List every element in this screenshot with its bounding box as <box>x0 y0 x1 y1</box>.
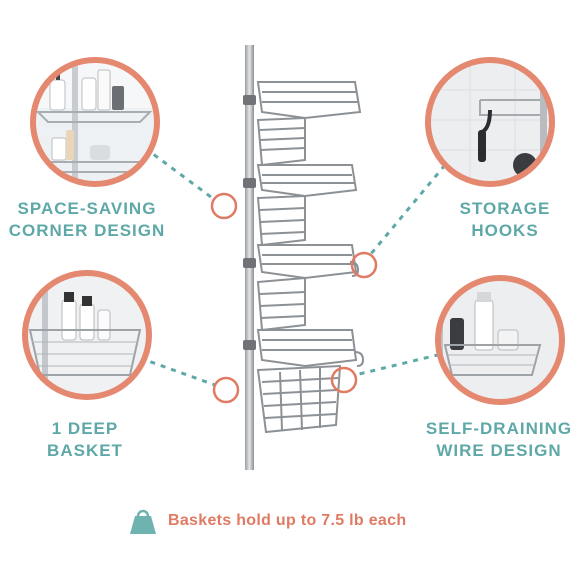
highlight-circles <box>210 192 378 404</box>
feature-line: SPACE-SAVING <box>17 199 157 218</box>
feature-label-hooks: STORAGE HOOKS <box>430 198 580 242</box>
photo-storage-hooks <box>428 60 552 184</box>
photo-frame <box>30 57 160 187</box>
tension-pole <box>245 45 254 470</box>
weight-icon <box>130 509 156 534</box>
feature-label-draining: SELF-DRAINING WIRE DESIGN <box>418 418 580 462</box>
connector-line <box>139 356 216 387</box>
feature-label-basket: 1 DEEP BASKET <box>10 418 160 462</box>
photo-frame <box>22 270 152 400</box>
photo-deep-basket <box>25 273 149 397</box>
feature-line: BASKET <box>47 441 123 460</box>
connector-line <box>354 350 451 377</box>
connector-line <box>144 146 216 202</box>
connector-line <box>368 164 447 256</box>
feature-line: 1 DEEP <box>51 419 119 438</box>
feature-line: SELF-DRAINING <box>425 419 573 438</box>
capacity-footer: Baskets hold up to 7.5 lb each <box>128 506 406 536</box>
capacity-text: Baskets hold up to 7.5 lb each <box>168 512 407 529</box>
connector-lines <box>139 146 451 387</box>
feature-line: STORAGE <box>459 199 551 218</box>
photo-frame <box>435 275 565 405</box>
feature-line: CORNER DESIGN <box>8 221 166 240</box>
highlight-circle <box>210 192 238 220</box>
photo-self-draining <box>438 278 562 402</box>
feature-line: WIRE DESIGN <box>436 441 562 460</box>
highlight-circle <box>330 366 358 394</box>
photo-frame <box>425 57 555 187</box>
hooks <box>349 261 365 367</box>
highlight-circle <box>212 376 240 404</box>
feature-line: HOOKS <box>471 221 539 240</box>
wire-baskets <box>256 81 362 434</box>
highlight-circle <box>350 251 378 279</box>
feature-label-corner: SPACE-SAVING CORNER DESIGN <box>2 198 172 242</box>
